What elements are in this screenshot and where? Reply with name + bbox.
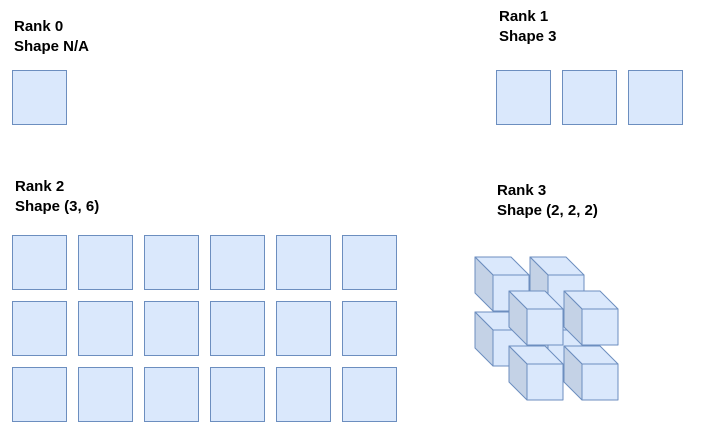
matrix-cell [12, 301, 67, 356]
matrix-cell [210, 301, 265, 356]
rank2-rank-label: Rank 2 [15, 178, 65, 195]
matrix-cell [276, 235, 331, 290]
matrix-cell [12, 367, 67, 422]
matrix-cell [342, 367, 397, 422]
matrix-cell [276, 301, 331, 356]
rank0-title: Rank 0 Shape N/A [14, 17, 89, 57]
tensor-cube [508, 290, 564, 346]
matrix-cell [144, 367, 199, 422]
rank3-title: Rank 3 Shape (2, 2, 2) [497, 181, 598, 221]
matrix-cell [144, 235, 199, 290]
rank3-tensor-cubes [474, 256, 619, 401]
cube-front-face [526, 308, 564, 346]
cube-front-face [581, 308, 619, 346]
matrix-cell [12, 235, 67, 290]
matrix-cell [78, 235, 133, 290]
matrix-cell [144, 301, 199, 356]
rank0-shape-label: Shape N/A [14, 38, 90, 55]
cube-front-face [581, 363, 619, 401]
rank1-title: Rank 1 Shape 3 [499, 7, 557, 47]
matrix-cell [210, 235, 265, 290]
rank2-title: Rank 2 Shape (3, 6) [15, 177, 99, 217]
matrix-cell [342, 235, 397, 290]
vector-cell [562, 70, 617, 125]
rank0-rank-label: Rank 0 [14, 18, 64, 35]
matrix-cell [78, 367, 133, 422]
rank3-shape-label: Shape (2, 2, 2) [497, 202, 598, 219]
matrix-cell [342, 301, 397, 356]
rank0-scalar-cell [12, 70, 67, 125]
vector-cell [496, 70, 551, 125]
matrix-cell [276, 367, 331, 422]
cube-front-face [526, 363, 564, 401]
rank1-rank-label: Rank 1 [499, 8, 549, 25]
vector-cell [628, 70, 683, 125]
tensor-cube [563, 290, 619, 346]
rank2-shape-label: Shape (3, 6) [15, 198, 100, 215]
matrix-cell [210, 367, 265, 422]
rank3-rank-label: Rank 3 [497, 182, 547, 199]
tensor-cube [563, 345, 619, 401]
tensor-cube [508, 345, 564, 401]
rank1-shape-label: Shape 3 [499, 28, 557, 45]
matrix-cell [78, 301, 133, 356]
